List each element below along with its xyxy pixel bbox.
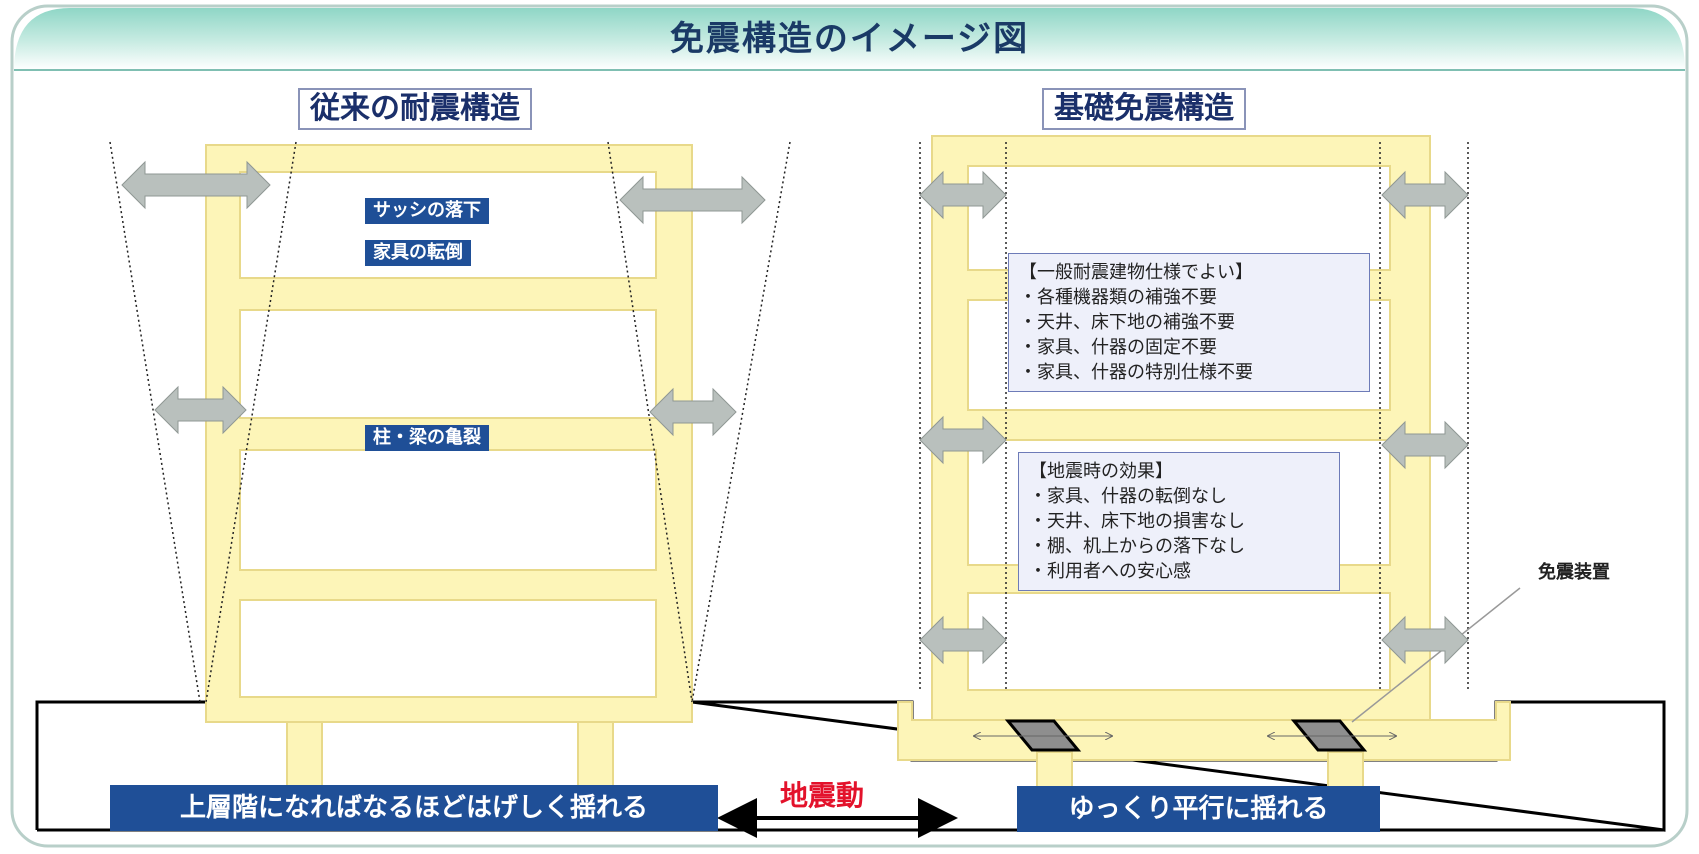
effects-infobox: 【地震時の効果】 ・家具、什器の転倒なし ・天井、床下地の損害なし ・棚、机上か… <box>1018 452 1340 591</box>
tag-column-crack: 柱・梁の亀裂 <box>365 425 489 451</box>
left-banner: 上層階になればなるほどはげしく揺れる <box>110 785 718 831</box>
isolation-device-label: 免震装置 <box>1538 562 1610 583</box>
effects-item: ・家具、什器の転倒なし <box>1029 486 1227 507</box>
device-leader-line <box>1351 587 1521 723</box>
effects-item: ・棚、机上からの落下なし <box>1029 536 1245 557</box>
parallel-lines-right <box>919 142 1469 690</box>
header-band <box>14 8 1685 70</box>
spec-item: ・天井、床下地の補強不要 <box>1019 312 1235 333</box>
effects-heading: 【地震時の効果】 <box>1029 461 1173 482</box>
isolation-device-right <box>1268 719 1396 752</box>
tag-sash-fall: サッシの落下 <box>365 198 489 224</box>
spec-infobox: 【一般耐震建物仕様でよい】 ・各種機器類の補強不要 ・天井、床下地の補強不要 ・… <box>1008 253 1370 392</box>
isolation-device-left <box>974 719 1112 752</box>
spec-heading: 【一般耐震建物仕様でよい】 <box>1019 262 1253 283</box>
right-banner: ゆっくり平行に揺れる <box>1017 786 1380 832</box>
sway-lines-left <box>109 141 791 703</box>
ground-motion-label: 地震動 <box>780 779 865 812</box>
spec-item: ・各種機器類の補強不要 <box>1019 287 1217 308</box>
effects-item: ・天井、床下地の損害なし <box>1029 511 1245 532</box>
spec-item: ・家具、什器の特別仕様不要 <box>1019 362 1253 383</box>
spec-item: ・家具、什器の固定不要 <box>1019 337 1217 358</box>
isolation-structure-title: 基礎免震構造 <box>1042 88 1246 130</box>
effects-item: ・利用者への安心感 <box>1029 561 1191 582</box>
conventional-structure-title: 従来の耐震構造 <box>298 88 532 130</box>
diagram-title: 免震構造のイメージ図 <box>669 19 1030 59</box>
tag-furniture-tipping: 家具の転倒 <box>365 240 471 266</box>
sway-arrows <box>121 160 1469 665</box>
